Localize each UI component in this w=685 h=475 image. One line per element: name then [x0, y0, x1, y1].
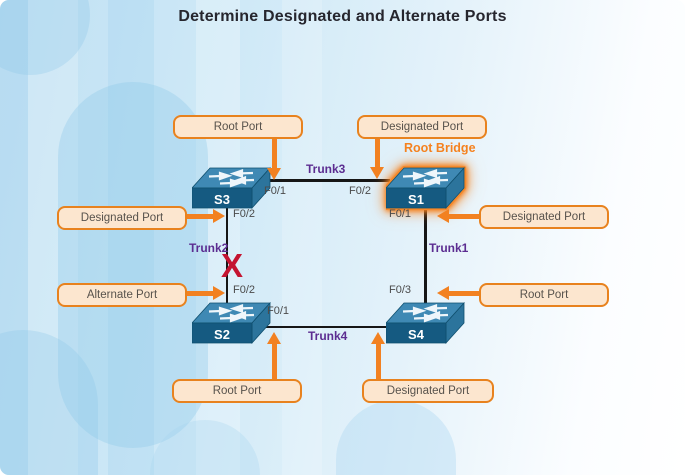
port-label-s1-f01: F0/1: [389, 208, 412, 220]
arrow-right-upper-head: [437, 209, 449, 223]
switch-arrows-icon: [402, 303, 449, 323]
arrow-top-left-head: [267, 168, 281, 180]
blocked-port-x-mark: X: [221, 247, 244, 284]
trunk4-label: Trunk4: [308, 329, 348, 343]
arrow-bottom-right: [376, 343, 381, 380]
trunk3-link: [252, 179, 390, 182]
arrow-bottom-right-head: [371, 332, 385, 344]
arrow-left-lower: [184, 291, 214, 296]
arrow-top-left: [272, 136, 277, 169]
arrow-bottom-left-head: [267, 332, 281, 344]
arrow-left-upper: [184, 214, 214, 219]
page-title: Determine Designated and Alternate Ports: [178, 8, 507, 25]
trunk1-link: [424, 199, 427, 321]
switch-arrows-icon: [208, 303, 255, 323]
arrow-left-lower-head: [213, 286, 225, 300]
port-label-s3-f02: F0/2: [233, 208, 256, 220]
trunk3-label: Trunk3: [306, 162, 346, 176]
callout-designated-port-top: Designated Port: [357, 115, 487, 139]
background-stripe: [0, 0, 28, 475]
callout-root-port-right: Root Port: [479, 283, 609, 307]
switch-label: S4: [408, 327, 425, 342]
port-label-s1-f02: F0/2: [349, 185, 372, 197]
trunk2-label: Trunk2: [189, 241, 229, 255]
background-stripe: [28, 0, 78, 475]
port-label-s2-f01: F0/1: [267, 305, 290, 317]
arrow-top-right-head: [370, 167, 384, 179]
callout-designated-port-left: Designated Port: [57, 206, 187, 230]
port-label-s4-f03: F0/3: [389, 284, 412, 296]
arrow-right-lower: [448, 291, 481, 296]
switch-label: S3: [214, 192, 230, 207]
arrow-bottom-left: [272, 343, 277, 380]
switch-s2: S2: [192, 301, 271, 345]
root-bridge-label: Root Bridge: [404, 141, 476, 155]
trunk4-link: [250, 325, 390, 328]
callout-alternate-port-left: Alternate Port: [57, 283, 187, 307]
switch-label: S2: [214, 327, 230, 342]
switch-s3: S3: [192, 166, 271, 210]
port-label-s2-f02: F0/2: [233, 284, 256, 296]
callout-designated-port-right: Designated Port: [479, 205, 609, 229]
arrow-right-upper: [448, 214, 481, 219]
background-stripe: [196, 0, 240, 475]
switch-arrows-icon: [208, 168, 255, 188]
port-label-s3-f01: F0/1: [264, 185, 287, 197]
switch-arrows-icon: [402, 168, 449, 188]
background-shape: [150, 420, 260, 475]
switch-label: S1: [408, 192, 424, 207]
background-shape: [336, 400, 456, 475]
callout-designated-port-bottom: Designated Port: [362, 379, 494, 403]
trunk1-label: Trunk1: [429, 241, 469, 255]
callout-root-port-bottom: Root Port: [172, 379, 302, 403]
trunk2-link: [225, 202, 228, 306]
arrow-right-lower-head: [437, 286, 449, 300]
switch-s4: S4: [386, 301, 465, 345]
switch-s1-root-bridge: S1: [386, 166, 466, 210]
arrow-left-upper-head: [213, 209, 225, 223]
background-shape: [0, 330, 98, 475]
background-stripe: [282, 0, 322, 475]
callout-root-port-top: Root Port: [173, 115, 303, 139]
background-stripe: [108, 0, 154, 475]
arrow-top-right: [375, 136, 380, 168]
